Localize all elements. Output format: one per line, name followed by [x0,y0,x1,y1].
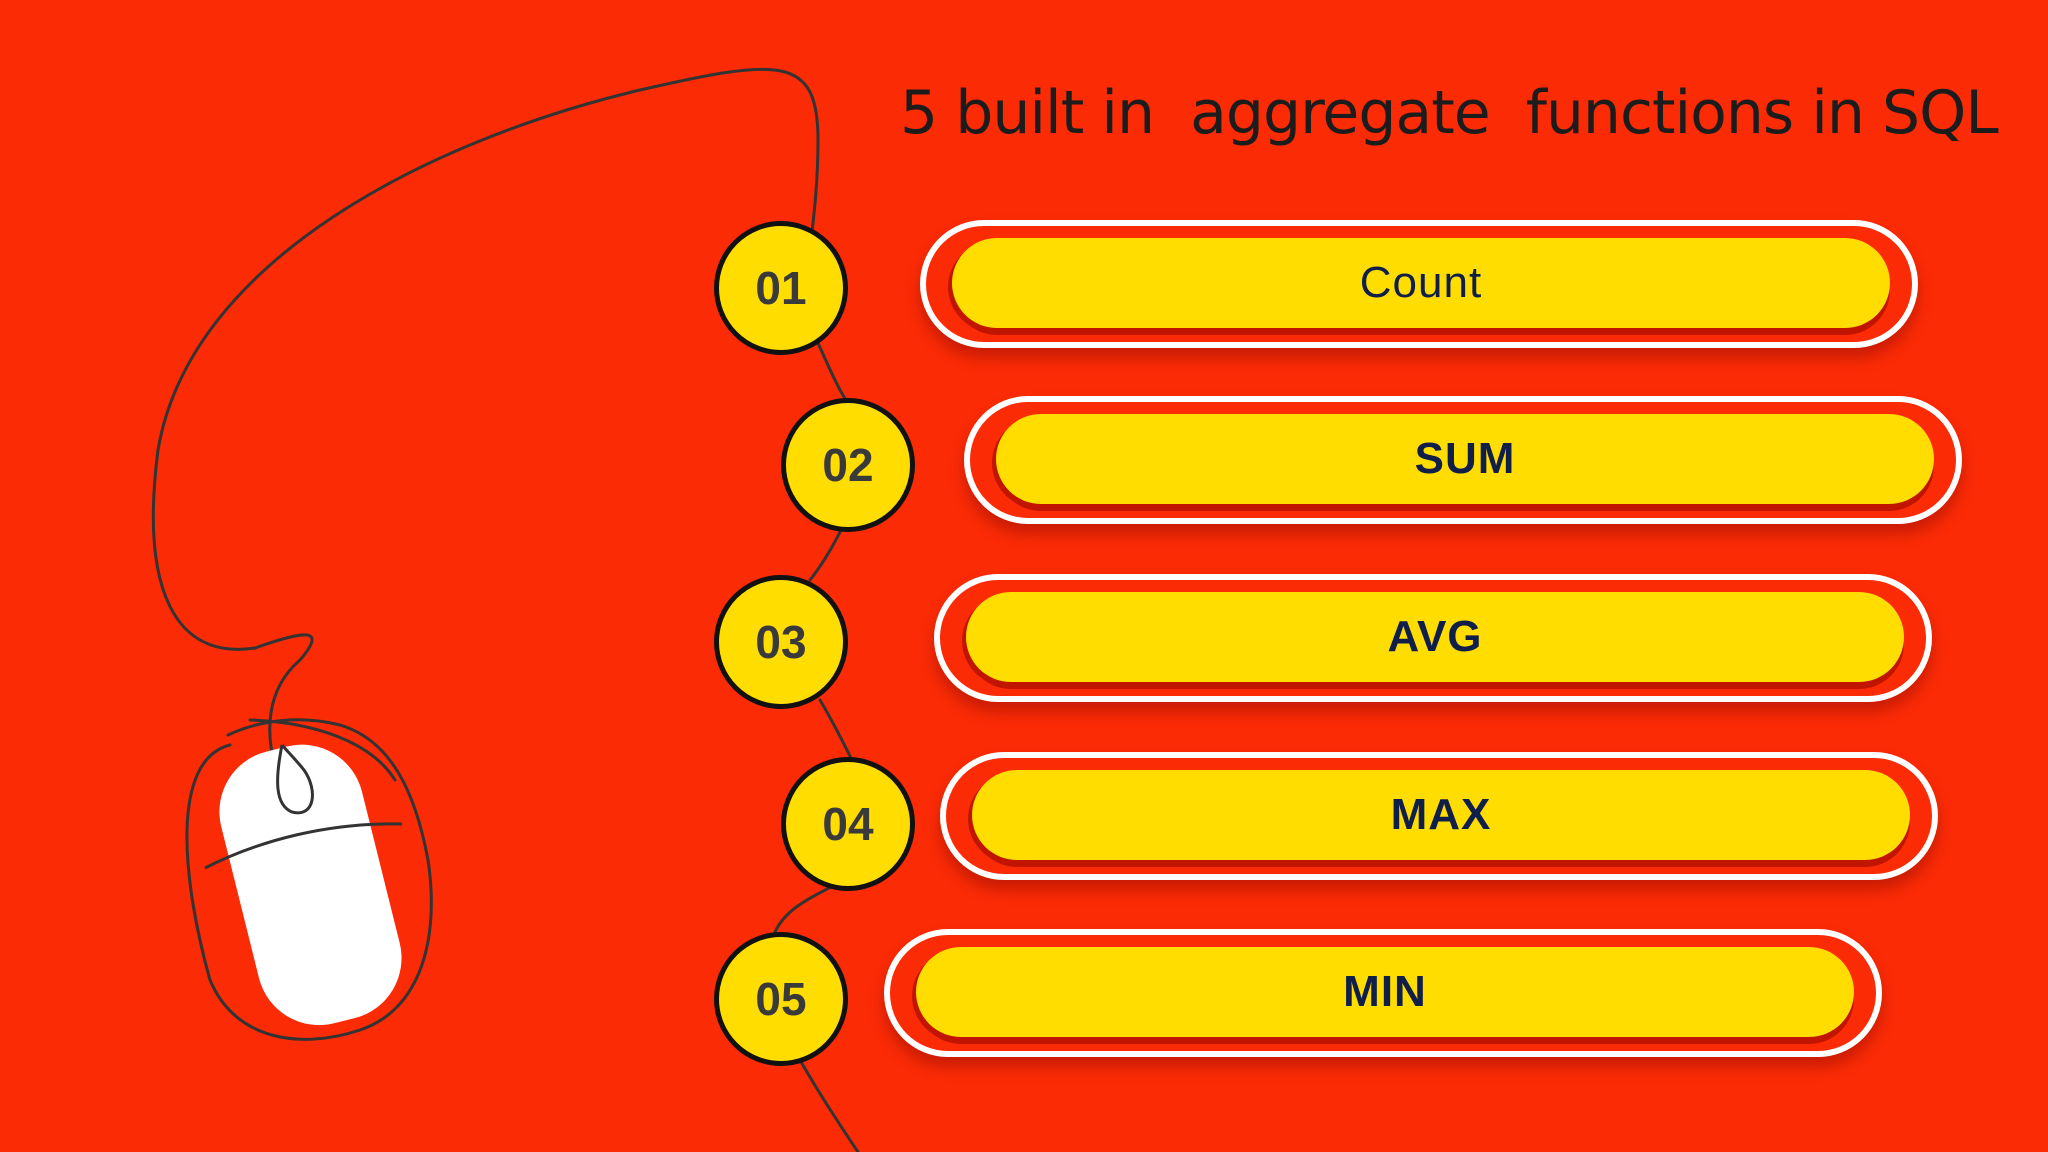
badge-number: 04 [822,798,874,850]
pill-fill: SUM [996,414,1934,504]
mouse-cable-loop [276,744,314,815]
function-pill-max: MAX [940,752,1938,880]
function-pill-sum: SUM [964,396,1962,524]
pill-label: SUM [1414,434,1516,483]
pill-fill: MIN [916,947,1854,1037]
badge-number: 03 [755,616,807,668]
function-pill-avg: AVG [934,574,1932,702]
function-pill-min: MIN [884,929,1882,1057]
pill-fill: Count [952,238,1890,328]
badge-number: 01 [755,262,807,314]
mouse-button-divider [204,822,403,870]
pill-fill: AVG [966,592,1904,682]
badge-number: 05 [755,973,807,1025]
function-pill-count: Count [920,220,1918,348]
number-badge-05: 05 [714,932,848,1066]
pill-label: Count [1359,258,1483,307]
number-badge-03: 03 [714,575,848,709]
pill-label: AVG [1387,612,1483,661]
badge-number: 02 [822,439,874,491]
number-badge-01: 01 [714,221,848,355]
computer-mouse-icon [219,744,402,1026]
pill-fill: MAX [972,770,1910,860]
pill-label: MIN [1343,967,1427,1016]
number-badge-04: 04 [781,757,915,891]
number-badge-02: 02 [781,398,915,532]
page-title: 5 built in aggregate functions in SQL [900,78,1999,148]
mouse-outline-sketch [185,718,433,1041]
mouse-cable [151,67,860,1152]
pill-label: MAX [1390,790,1492,839]
